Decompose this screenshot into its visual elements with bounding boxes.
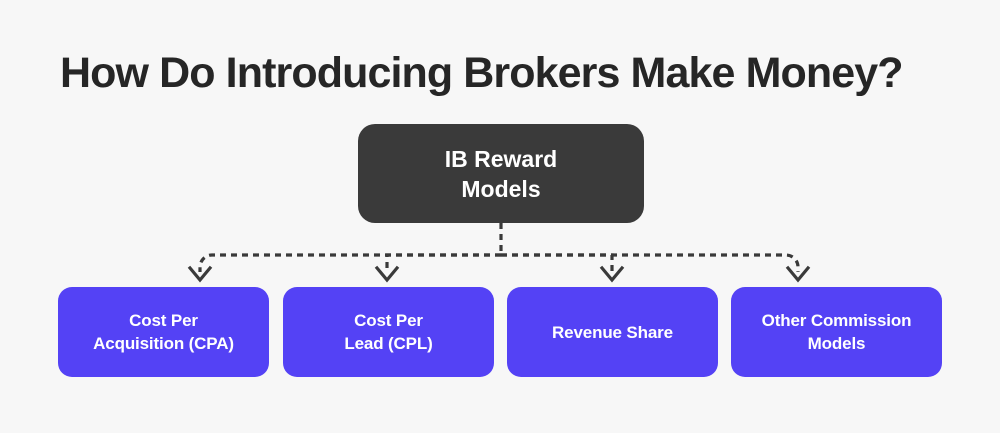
arrowhead-0 [187,265,213,283]
node-revenue-share[interactable]: Revenue Share [507,287,718,377]
node-label: IB Reward Models [374,144,628,204]
node-ib-reward-models[interactable]: IB Reward Models [358,124,644,223]
node-label-line-2: Acquisition (CPA) [93,334,234,353]
node-cost-per-lead[interactable]: Cost Per Lead (CPL) [283,287,494,377]
node-label-line-1: Cost Per [129,311,198,330]
node-label-line-2: Lead (CPL) [344,334,433,353]
connector-branch-0 [198,253,501,272]
node-label-line-1: Cost Per [354,311,423,330]
connector-branch-3 [501,253,800,272]
arrowhead-1 [374,265,400,283]
node-label-line-2: Models [807,334,866,353]
connector-branch-1 [385,253,501,272]
node-label: Cost Per Lead (CPL) [295,309,482,355]
connector-branch-2 [501,253,614,272]
node-label-line-2: Models [461,175,541,202]
node-cost-per-acquisition[interactable]: Cost Per Acquisition (CPA) [58,287,269,377]
node-label: Other Commission Models [743,309,930,355]
page-title: How Do Introducing Brokers Make Money? [60,49,904,97]
arrowhead-3 [785,265,811,283]
node-label-line-1: IB Reward [444,145,558,172]
node-label-line-1: Other Commission [761,311,912,330]
node-label: Cost Per Acquisition (CPA) [70,309,257,355]
node-label-line-1: Revenue Share [552,322,673,342]
arrowhead-2 [599,265,625,283]
node-label: Revenue Share [519,321,706,344]
node-other-commission-models[interactable]: Other Commission Models [731,287,942,377]
